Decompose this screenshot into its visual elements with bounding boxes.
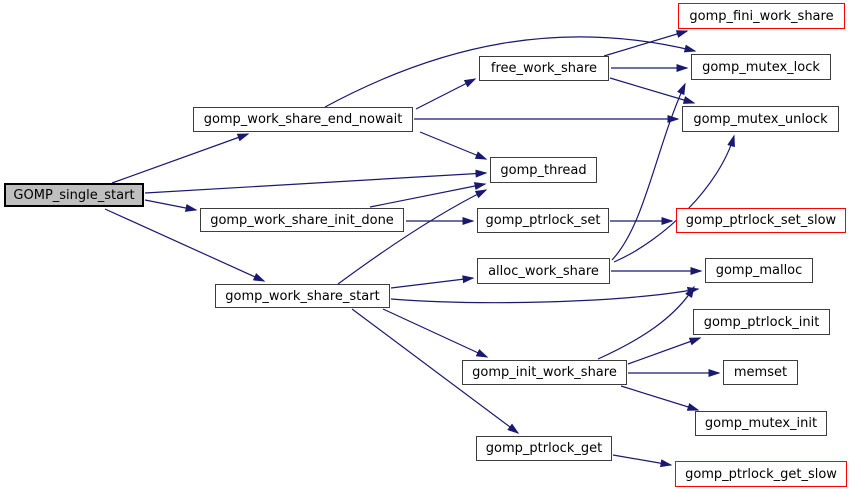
call-edge-GOMP_single_start--gomp_thread xyxy=(144,169,488,194)
call-edge-GOMP_single_start--gomp_work_share_start xyxy=(104,208,266,282)
graph-node-gomp_work_share_end_nowait[interactable]: gomp_work_share_end_nowait xyxy=(193,107,413,132)
call-edge-gomp_ptrlock_get--gomp_ptrlock_get_slow xyxy=(612,454,673,468)
call-edge-gomp_work_share_start--gomp_malloc xyxy=(390,286,700,304)
graph-node-gomp_work_share_init_done[interactable]: gomp_work_share_init_done xyxy=(200,208,404,232)
graph-node-gomp_work_share_start[interactable]: gomp_work_share_start xyxy=(215,284,390,308)
call-edge-gomp_init_work_share--gomp_malloc xyxy=(597,285,695,360)
graph-node-alloc_work_share[interactable]: alloc_work_share xyxy=(477,258,610,284)
call-edge-gomp_work_share_start--alloc_work_share xyxy=(390,275,475,289)
call-edge-gomp_work_share_start--gomp_init_work_share xyxy=(382,308,489,358)
call-edge-gomp_work_share_end_nowait--free_work_share xyxy=(415,78,477,110)
graph-node-gomp_mutex_unlock[interactable]: gomp_mutex_unlock xyxy=(682,106,839,132)
graph-node-GOMP_single_start: GOMP_single_start xyxy=(4,183,144,207)
call-edge-gomp_work_share_init_done--gomp_thread xyxy=(369,182,487,208)
graph-node-gomp_ptrlock_get_slow[interactable]: gomp_ptrlock_get_slow xyxy=(675,461,847,487)
call-edge-gomp_init_work_share--gomp_ptrlock_init xyxy=(627,337,702,365)
call-edge-gomp_work_share_start--gomp_thread xyxy=(337,189,488,285)
call-edge-free_work_share--gomp_mutex_unlock xyxy=(609,77,696,104)
graph-node-gomp_fini_work_share[interactable]: gomp_fini_work_share xyxy=(678,3,845,29)
call-edge-gomp_init_work_share--gomp_mutex_init xyxy=(620,385,700,411)
graph-node-gomp_mutex_lock[interactable]: gomp_mutex_lock xyxy=(691,54,831,80)
call-edge-gomp_work_share_end_nowait--gomp_mutex_lock xyxy=(324,36,697,108)
graph-node-gomp_ptrlock_set_slow[interactable]: gomp_ptrlock_set_slow xyxy=(676,208,846,233)
call-edge-free_work_share--gomp_fini_work_share xyxy=(603,30,689,57)
graph-node-memset[interactable]: memset xyxy=(723,360,798,385)
graph-node-gomp_ptrlock_init[interactable]: gomp_ptrlock_init xyxy=(693,309,830,335)
call-edge-GOMP_single_start--gomp_work_share_end_nowait xyxy=(111,133,250,184)
graph-node-free_work_share[interactable]: free_work_share xyxy=(479,56,609,81)
call-edge-gomp_work_share_start--gomp_ptrlock_get xyxy=(351,308,520,434)
call-edge-GOMP_single_start--gomp_work_share_init_done xyxy=(144,199,198,212)
graph-node-gomp_ptrlock_get[interactable]: gomp_ptrlock_get xyxy=(476,436,612,461)
graph-node-gomp_init_work_share[interactable]: gomp_init_work_share xyxy=(462,360,627,385)
call-edge-alloc_work_share--gomp_mutex_lock xyxy=(611,82,686,261)
call-edge-gomp_work_share_end_nowait--gomp_thread xyxy=(419,131,488,160)
graph-node-gomp_thread[interactable]: gomp_thread xyxy=(490,157,597,183)
graph-node-gomp_ptrlock_set[interactable]: gomp_ptrlock_set xyxy=(477,208,609,233)
graph-node-gomp_mutex_init[interactable]: gomp_mutex_init xyxy=(695,411,827,436)
graph-node-gomp_malloc[interactable]: gomp_malloc xyxy=(705,258,813,283)
